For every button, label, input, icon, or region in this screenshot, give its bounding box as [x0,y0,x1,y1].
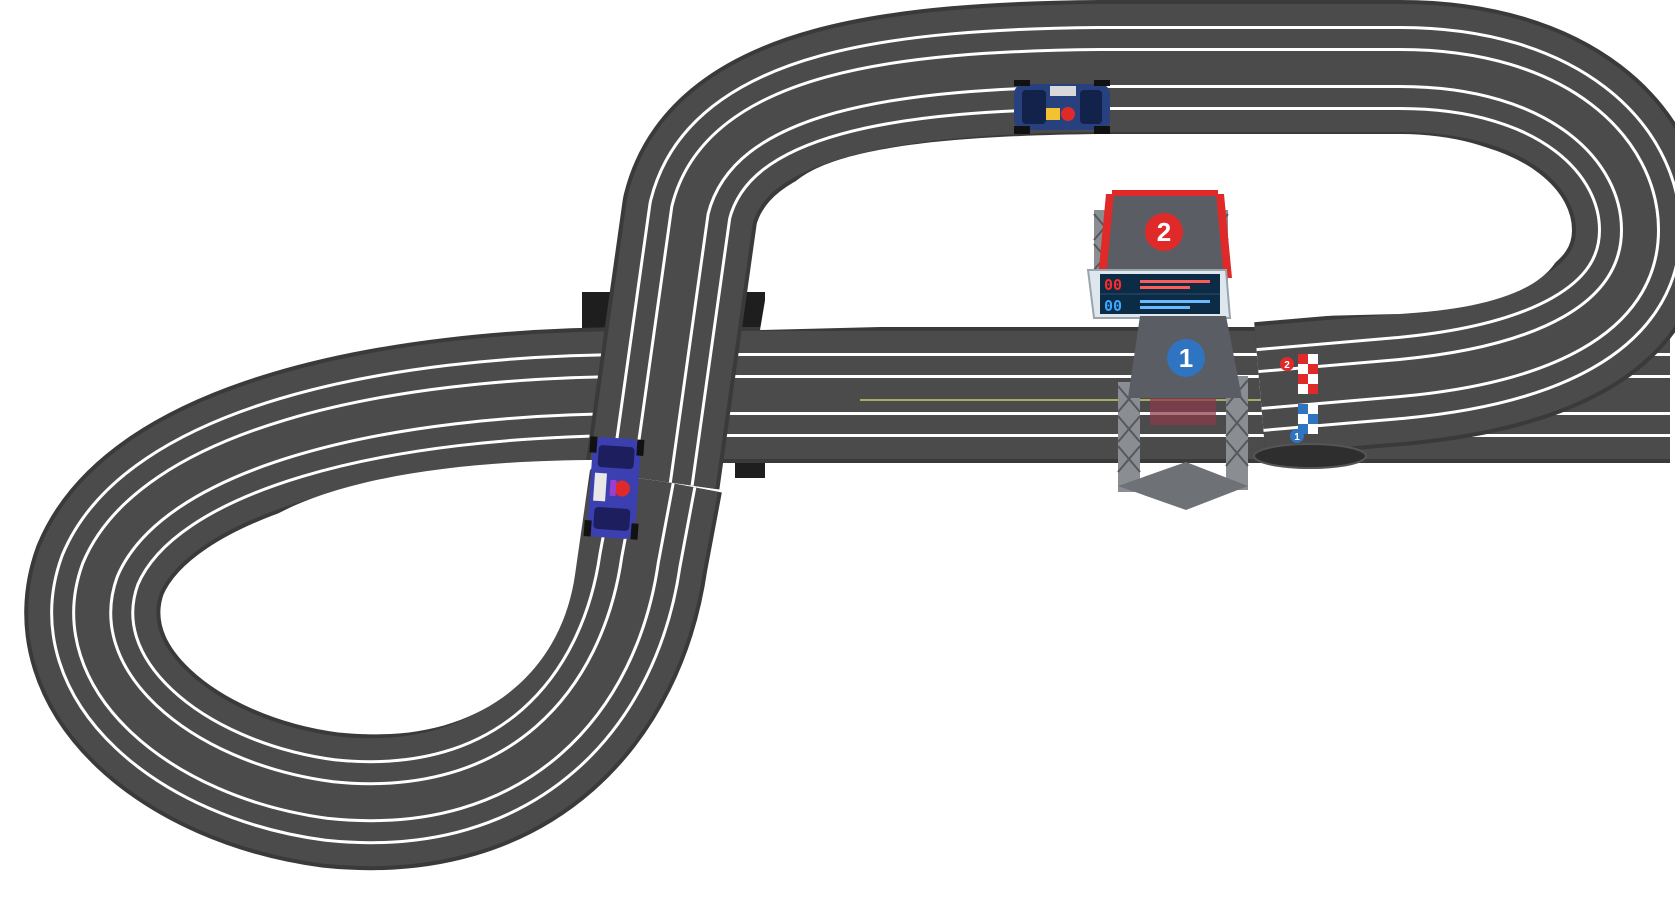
lap-sensor-disc [1253,443,1367,469]
race-car-icon [1014,80,1110,134]
gantry-upper-badge [1145,213,1183,251]
start-marker-lane-1 [1290,429,1304,443]
lap-counter-lane-1-bars [1140,300,1210,303]
start-line: 2 1 [1280,354,1318,443]
start-marker-lane-1-label: 1 [1294,432,1300,443]
gantry-upper-deck-red-edge-right [1216,194,1232,278]
lap-counter-lane-2-bars [1140,280,1210,283]
gantry-upper-number: 2 [1157,217,1171,247]
track-lower-lane-line-inner-gap [75,378,1670,820]
lap-counter-lane-1-value: 00 [1104,297,1122,315]
start-marker-lane-2 [1280,357,1294,371]
gantry-lower-lattice-left [1117,385,1141,473]
track-upper-lane-line-inner-gap [635,51,1657,483]
lap-counter-lane-2-bars-2 [1140,286,1190,289]
track-lower-loop [24,327,1670,871]
gantry-upper-deck-red-top [1112,190,1218,196]
gantry-lower-number: 1 [1179,343,1193,373]
lower-loop-inner-fill [209,460,600,735]
lap-counter-lane-2-value: 00 [1104,276,1122,294]
gantry-lower-badge [1167,339,1205,377]
race-car-icon [583,436,645,540]
gantry-tower: 2 00 00 1 [1086,190,1249,510]
gantry-center-panel [1150,395,1216,425]
checkered-flag-icon [1298,354,1318,434]
gantry-lower-leg-right [1226,376,1248,490]
gantry-base-plate [1118,462,1248,510]
start-marker-lane-2-label: 2 [1284,360,1290,371]
lap-counter-lane-1-bars-2 [1140,306,1190,309]
track-upper-loop [584,0,1675,490]
gantry-upper-deck-red-edge-left [1098,194,1114,278]
